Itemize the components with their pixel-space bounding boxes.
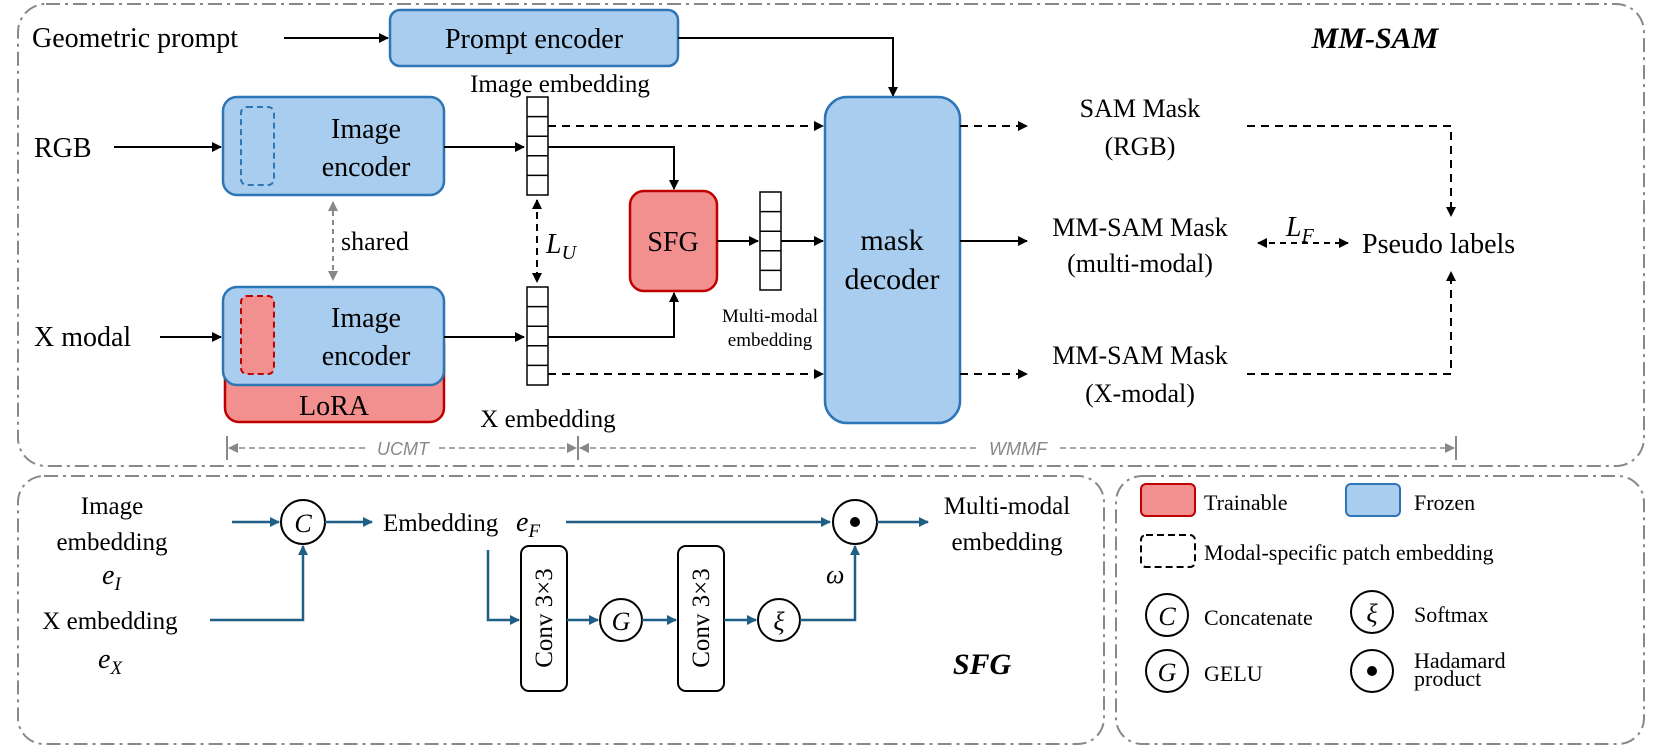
sfg-ef-symbol: eF: [516, 507, 540, 542]
image-embedding-to-sfg-arrow: [548, 146, 679, 190]
ucmt-label: UCMT: [377, 439, 431, 459]
legend-frozen-label: Frozen: [1414, 490, 1475, 515]
mask-decoder-label-2: decoder: [845, 263, 940, 296]
lora-label: LoRA: [299, 391, 370, 422]
legend-frozen-swatch: [1345, 483, 1401, 517]
legend-trainable-label: Trainable: [1204, 490, 1288, 515]
rgb-encoder-label-1: Image: [331, 114, 401, 145]
legend-gelu-symbol: G: [1158, 658, 1177, 687]
lu-symbol: LU: [545, 229, 578, 264]
legend-softmax-symbol: ξ: [1366, 599, 1378, 628]
legend-gelu-label: GELU: [1204, 661, 1263, 686]
geometric-prompt-label: Geometric prompt: [32, 23, 238, 54]
x-encoder-label-1: Image: [331, 303, 401, 334]
rgb-patch-embedding-dashed: [240, 106, 275, 186]
sfg-conv2-label: Conv 3×3: [688, 568, 715, 668]
sfg-softmax-to-hadamard-arrow: [800, 545, 860, 622]
image-embedding-column: [526, 96, 549, 196]
sfg-image-embedding-label-2: embedding: [56, 529, 168, 556]
sfg-gelu-symbol: G: [612, 607, 631, 636]
legend-hadamard-label-2: product: [1414, 666, 1481, 691]
x-modal-label: X modal: [34, 322, 131, 353]
sfg-ei-symbol: eI: [102, 560, 122, 595]
legend-modal-specific-label: Modal-specific patch embedding: [1204, 540, 1494, 565]
legend-modal-specific-swatch: [1140, 534, 1196, 568]
shared-label: shared: [341, 227, 409, 256]
prompt-to-decoder-arrow: [678, 37, 898, 97]
sfg-hadamard-dot: [850, 517, 860, 527]
sfg-conv2-box: [677, 545, 725, 692]
lf-symbol: LF: [1285, 212, 1315, 247]
sfg-label: SFG: [647, 227, 698, 258]
x-patch-embedding-dashed: [240, 295, 275, 375]
sfg-panel-border: [17, 475, 1105, 745]
mm-embedding-label-1: Multi-modal: [722, 306, 818, 327]
sfg-conv1-label: Conv 3×3: [531, 568, 558, 668]
legend-concat-symbol: C: [1158, 602, 1176, 631]
ucmt-label-bg: [368, 437, 438, 459]
legend-softmax-label: Softmax: [1414, 602, 1489, 627]
legend-panel-border: [1115, 475, 1645, 745]
x-embedding-label: X embedding: [480, 406, 616, 433]
image-embedding-label: Image embedding: [470, 71, 650, 98]
legend-hadamard-dot: [1367, 666, 1377, 676]
sfg-x-to-concat-arrow: [210, 545, 308, 622]
mask-decoder-label-1: mask: [860, 224, 923, 257]
sfg-image-embedding-label-1: Image: [81, 493, 143, 520]
sam-mask-label-1: SAM Mask: [1080, 94, 1201, 123]
rgb-label: RGB: [34, 133, 92, 164]
legend-softmax-circle: [1350, 590, 1394, 634]
prompt-encoder-label: Prompt encoder: [445, 24, 624, 55]
sfg-output-label-1: Multi-modal: [944, 493, 1070, 520]
wmmf-label: WMMF: [989, 439, 1048, 459]
xmask-label-2: (X-modal): [1085, 379, 1195, 408]
legend-trainable-swatch: [1140, 483, 1196, 517]
x-embedding-to-sfg-arrow: [548, 292, 679, 338]
sfg-x-embedding-label: X embedding: [42, 608, 178, 635]
mmsam-mask-label-1: MM-SAM Mask: [1052, 213, 1228, 242]
sfg-concat-symbol: C: [294, 509, 312, 538]
sfg-omega-symbol: ω: [826, 560, 844, 589]
wmmf-label-bg: [978, 437, 1058, 459]
sfg-softmax-symbol: ξ: [773, 607, 785, 636]
pseudo-labels-label: Pseudo labels: [1362, 229, 1515, 260]
x-encoder-label-2: encoder: [322, 341, 411, 372]
legend-concat-circle: [1145, 593, 1189, 637]
xmask-label-1: MM-SAM Mask: [1052, 341, 1228, 370]
sfg-panel-title: SFG: [953, 648, 1012, 681]
mask-decoder-box: [823, 95, 962, 425]
legend-hadamard-label-1: Hadamard: [1414, 648, 1506, 673]
mmsam-title: MM-SAM: [1311, 22, 1440, 55]
rgb-encoder-label-2: encoder: [322, 152, 411, 183]
sfg-output-label-2: embedding: [951, 529, 1063, 556]
sfg-embedding-label: Embedding: [383, 510, 499, 537]
sfg-conv1-box: [520, 545, 568, 692]
mmsam-mask-label-2: (multi-modal): [1067, 249, 1213, 278]
sfg-ef-to-conv1-arrow: [486, 550, 520, 625]
sam-mask-label-2: (RGB): [1105, 132, 1176, 161]
legend-gelu-circle: [1145, 649, 1189, 693]
mmsam-panel-border: [17, 3, 1645, 467]
mm-embedding-column: [759, 191, 782, 291]
sfg-ex-symbol: eX: [98, 644, 123, 679]
x-embedding-column: [526, 286, 549, 386]
sam-mask-to-pseudo-dashed: [1247, 125, 1456, 217]
xmask-to-pseudo-dashed: [1247, 271, 1456, 375]
legend-concatenate-label: Concatenate: [1204, 605, 1313, 630]
mm-embedding-label-2: embedding: [728, 330, 813, 351]
